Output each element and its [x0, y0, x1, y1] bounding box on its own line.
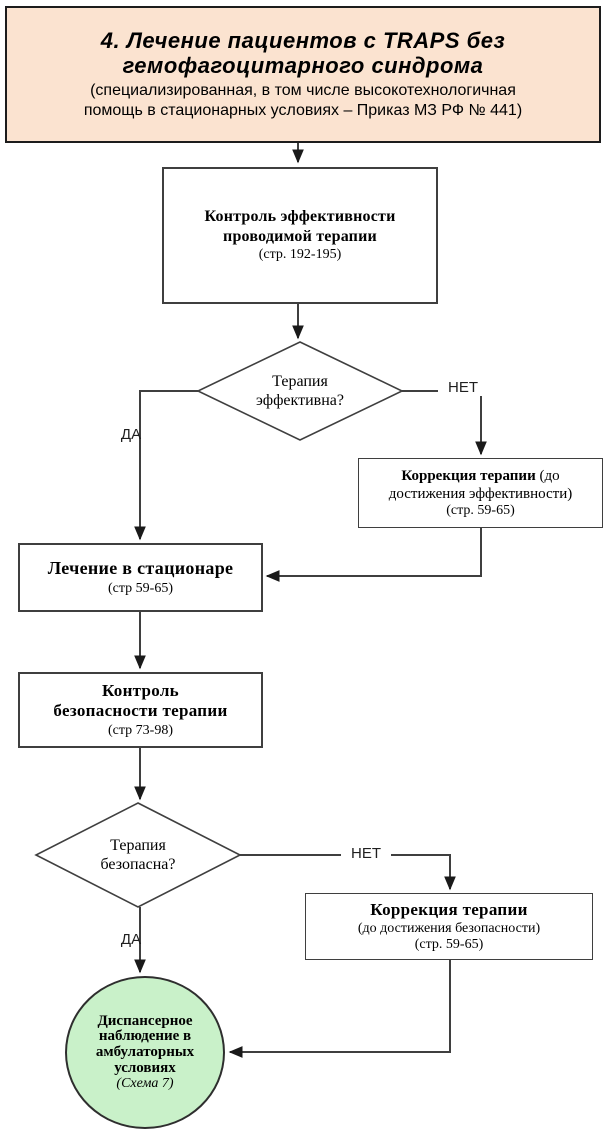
decision-safety-text: Терапия безопасна?: [66, 824, 210, 886]
correction-efficacy-rest: (до: [535, 467, 560, 484]
dispensary-line2: наблюдение в: [98, 1028, 192, 1045]
hospital-treatment-title: Лечение в стационаре: [47, 557, 234, 578]
decision-efficacy-line2: эффективна?: [256, 392, 344, 409]
decision-safety-diamond: [34, 802, 242, 908]
correction-safety-title: Коррекция терапии: [370, 900, 528, 920]
correction-efficacy-line1: Коррекция терапии (до: [401, 467, 559, 485]
node-correction-safety: Коррекция терапии (до достижения безопас…: [305, 893, 593, 960]
control-safety-line1: Контроль: [101, 681, 179, 701]
correction-efficacy-line2: достижения эффективности): [388, 485, 573, 502]
edge-decision2-no: [240, 854, 456, 891]
correction-safety-line2: (до достижения безопасности): [357, 920, 541, 936]
dispensary-line1: Диспансерное: [97, 1012, 193, 1029]
decision-efficacy-diamond: [196, 341, 404, 441]
control-efficacy-line2: проводимой терапии: [223, 227, 377, 245]
control-safety-line2: безопасности терапии: [53, 701, 228, 721]
header-box: 4. Лечение пациентов с TRAPS без гемофаг…: [5, 6, 601, 143]
header-title-line2: гемофагоцитарного синдрома: [122, 53, 484, 78]
header-subtitle-line2: помощь в стационарных условиях – Приказ …: [83, 102, 523, 120]
control-safety-pages: (стр 73-98): [108, 722, 173, 738]
decision-efficacy-line1: Терапия: [272, 372, 328, 390]
hospital-treatment-pages: (стр 59-65): [108, 580, 173, 596]
decision-efficacy-text: Терапия эффективна?: [228, 360, 372, 422]
correction-efficacy-pages: (стр. 59-65): [446, 502, 515, 518]
dispensary-line3: амбулаторных: [95, 1044, 195, 1061]
decision-safety-line2: безопасна?: [100, 856, 176, 873]
control-efficacy-line1: Контроль эффективности: [204, 208, 396, 226]
control-efficacy-pages: (стр. 192-195): [258, 247, 342, 263]
dispensary-scheme-ref: (Схема 7): [116, 1075, 174, 1091]
header-title-line1: 4. Лечение пациентов с TRAPS без: [100, 27, 506, 53]
edge-decision1-no: [402, 390, 487, 456]
edge-correction2-to-dispensary: [228, 960, 451, 1058]
edge-decision1-yes: [134, 390, 198, 541]
label-yes-2: ДА: [120, 931, 142, 948]
correction-safety-pages: (стр. 59-65): [414, 936, 484, 952]
header-subtitle: (специализированная, в том числе высокот…: [84, 81, 522, 121]
dispensary-line4: условиях: [114, 1059, 176, 1076]
correction-efficacy-bold: Коррекция терапии: [401, 467, 536, 484]
header-subtitle-line1: (специализированная, в том числе высокот…: [90, 82, 516, 100]
decision-safety-line1: Терапия: [110, 836, 166, 854]
header-title: 4. Лечение пациентов с TRAPS без гемофаг…: [101, 28, 505, 79]
label-yes-1: ДА: [120, 426, 142, 443]
node-hospital-treatment: Лечение в стационаре (стр 59-65): [18, 543, 263, 612]
node-control-efficacy: Контроль эффективности проводимой терапи…: [162, 167, 438, 304]
node-dispensary-observation: Диспансерное наблюдение в амбулаторных у…: [65, 976, 225, 1129]
node-control-safety-title: Контроль безопасности терапии: [53, 681, 227, 722]
node-control-efficacy-title: Контроль эффективности проводимой терапи…: [204, 207, 395, 246]
node-correction-efficacy: Коррекция терапии (до достижения эффекти…: [358, 458, 603, 528]
label-no-1: НЕТ: [438, 379, 488, 396]
edge-correction1-to-hospital: [265, 528, 482, 582]
node-control-safety: Контроль безопасности терапии (стр 73-98…: [18, 672, 263, 748]
label-no-2: НЕТ: [341, 845, 391, 862]
